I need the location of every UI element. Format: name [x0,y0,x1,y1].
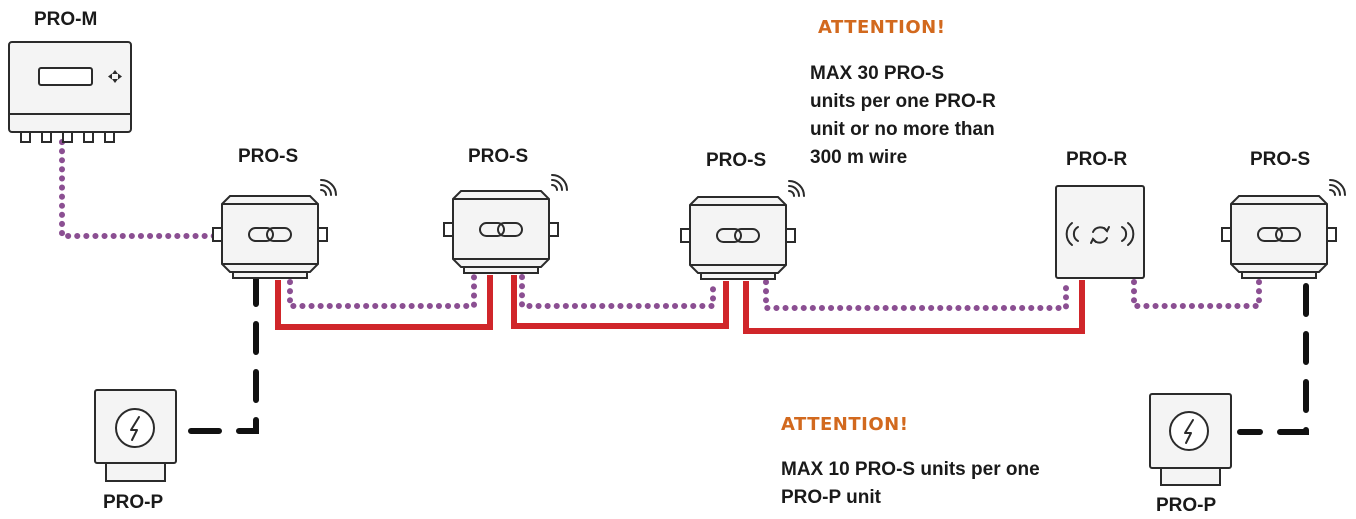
directional-pad-icon [108,70,122,83]
attention-note-line: PRO-P unit [781,487,881,508]
pro-s-label: PRO-S [238,146,299,167]
pro-p-label: PRO-P [1156,495,1217,516]
wifi-signal-icon [551,174,568,191]
power-wire-s2-s3 [511,275,729,329]
attention-note-line: MAX 30 PRO-S [810,63,945,84]
pro-s-device [443,174,568,274]
data-wire-s1-s2 [287,272,477,309]
data-wire-s3-r [763,277,1069,311]
attention-note-top: MAX 30 PRO-S units per one PRO-R unit or… [810,60,996,172]
supply-wire-right [1237,283,1309,435]
pro-s-device [680,180,805,280]
attention-note-line: MAX 10 PRO-S units per one [781,459,1040,480]
attention-title-top: ATTENTION! [818,17,946,38]
supply-wire-left [177,273,259,434]
data-wire-r-s4 [1131,277,1262,309]
attention-note-line: unit or no more than [810,119,995,140]
attention-note-bottom: MAX 10 PRO-S units per one PRO-P unit [781,456,1040,512]
wifi-signal-icon [1329,179,1346,196]
pro-r-label: PRO-R [1066,149,1128,170]
chain-link-icon [479,222,523,237]
wifi-signal-icon [788,180,805,197]
power-wires [275,275,1085,334]
pro-s-label: PRO-S [1250,149,1311,170]
data-wires [59,139,1262,311]
power-wire-s1-s2 [275,275,493,330]
attention-note-line: units per one PRO-R [810,91,996,112]
data-wire-s2-s3 [519,274,716,309]
pro-p-device [1149,393,1232,486]
wifi-signal-icon [320,179,337,196]
attention-note-line: 300 m wire [810,147,908,168]
wireless-repeat-icon [1065,222,1135,246]
pro-s-label: PRO-S [468,146,529,167]
chain-link-icon [716,228,760,243]
chain-link-icon [248,227,292,242]
chain-link-icon [1257,227,1301,242]
power-wire-s3-r [743,280,1085,334]
pro-s-device [212,179,337,279]
attention-title-bottom: ATTENTION! [781,414,909,435]
pro-m-label: PRO-M [34,9,98,30]
pro-r-device [1055,185,1145,279]
lightning-icon [130,416,140,441]
data-wire-m-s1 [59,139,221,239]
supply-wires [177,273,1309,435]
pro-p-label: PRO-P [103,492,164,513]
pro-s-device [1221,179,1346,279]
pro-s-label: PRO-S [706,150,767,171]
pro-p-device [94,389,177,482]
lightning-icon [1184,419,1194,444]
terminal-pins [20,131,115,143]
pro-m-device [8,41,132,143]
